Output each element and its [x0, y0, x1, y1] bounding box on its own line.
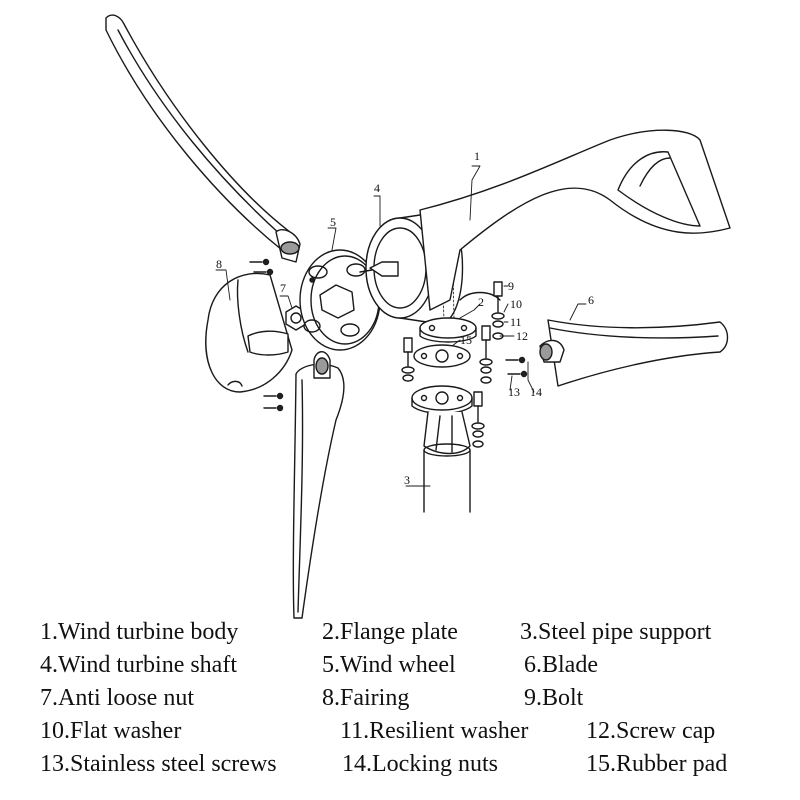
callout-1: 1 [474, 149, 480, 163]
callout-4: 4 [374, 181, 380, 195]
callout-7: 7 [280, 281, 286, 295]
legend-item: 14.Locking nuts [342, 751, 498, 777]
flange-plate-upper [419, 317, 477, 343]
steel-pipe-support [423, 443, 471, 513]
screws-lower-left [263, 392, 284, 412]
callout-13: 13 [508, 385, 520, 399]
flange-plate-lower [411, 385, 473, 455]
legend-item: 12.Screw cap [586, 718, 716, 744]
screws-right [505, 356, 528, 378]
exploded-diagram: 1 4 5 8 7 9 2 10 6 11 12 15 13 14 3 [105, 14, 731, 619]
callout-8: 8 [216, 257, 222, 271]
legend-item: 9.Bolt [524, 685, 584, 711]
legend-item: 11.Resilient washer [340, 718, 529, 744]
callout-9: 9 [508, 279, 514, 293]
screws-upper [249, 258, 274, 276]
callout-15: 15 [460, 333, 472, 347]
legend-item: 13.Stainless steel screws [40, 751, 277, 777]
bolts-and-washers [401, 281, 505, 448]
legend-item: 10.Flat washer [40, 718, 182, 744]
callout-3: 3 [404, 473, 410, 487]
wind-wheel [299, 249, 381, 351]
legend-item: 3.Steel pipe support [520, 619, 712, 645]
legend-item: 2.Flange plate [322, 619, 458, 645]
blade-upper-left [105, 14, 301, 263]
legend-item: 15.Rubber pad [586, 751, 728, 777]
blade-bottom [292, 351, 345, 619]
callout-14: 14 [530, 385, 542, 399]
callout-11: 11 [510, 315, 522, 329]
legend-item: 7.Anti loose nut [40, 685, 194, 711]
callout-5: 5 [330, 215, 336, 229]
wind-turbine-body [419, 129, 731, 311]
callout-2: 2 [478, 295, 484, 309]
legend-item: 5.Wind wheel [322, 652, 456, 678]
callout-10: 10 [510, 297, 522, 311]
callout-6: 6 [588, 293, 594, 307]
callout-12: 12 [516, 329, 528, 343]
legend-item: 4.Wind turbine shaft [40, 652, 237, 678]
blade-right [539, 319, 729, 387]
legend-item: 1.Wind turbine body [40, 619, 239, 645]
legend-item: 8.Fairing [322, 685, 410, 711]
rubber-pad [413, 344, 471, 368]
leader-lines [215, 165, 587, 487]
fairing [205, 272, 293, 393]
legend-item: 6.Blade [524, 652, 598, 678]
